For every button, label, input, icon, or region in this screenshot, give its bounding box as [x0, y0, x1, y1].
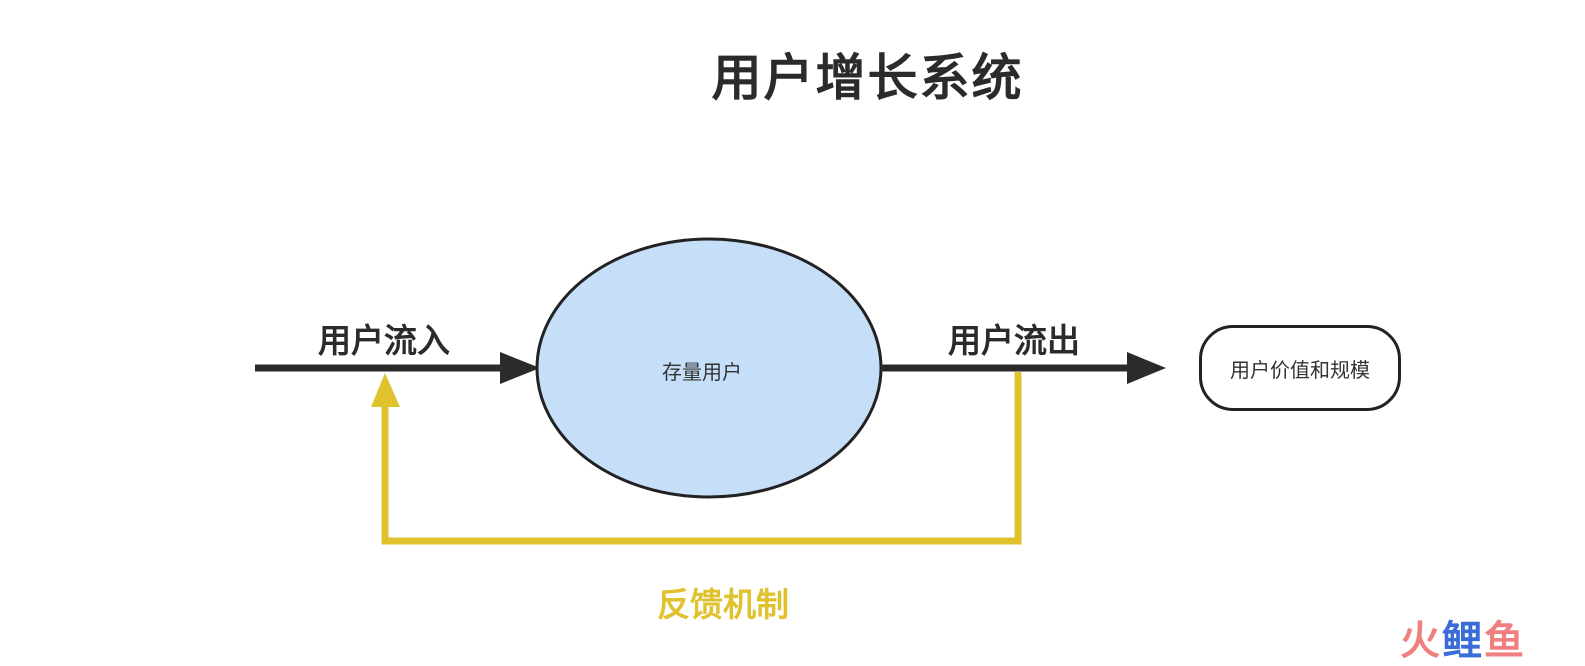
outflow-arrowhead [1127, 352, 1166, 384]
watermark-part-3: 鱼 [1484, 618, 1526, 664]
outflow-label: 用户流出 [948, 321, 1080, 360]
inflow-label: 用户流入 [318, 321, 450, 360]
feedback-label: 反馈机制 [657, 585, 789, 624]
inflow-arrowhead [500, 352, 540, 384]
feedback-loop-line [381, 372, 1022, 545]
watermark-part-1: 火 [1400, 618, 1442, 664]
value-scale-label: 用户价值和规模 [1230, 357, 1370, 382]
feedback-arrowhead [371, 373, 400, 407]
watermark-logo: 火鲤鱼 [1400, 608, 1526, 666]
diagram-title: 用户增长系统 [711, 49, 1024, 107]
value-scale-node: 用户价值和规模 [1199, 325, 1401, 411]
watermark-part-2: 鲤 [1442, 618, 1484, 664]
stock-users-label: 存量用户 [662, 360, 742, 384]
